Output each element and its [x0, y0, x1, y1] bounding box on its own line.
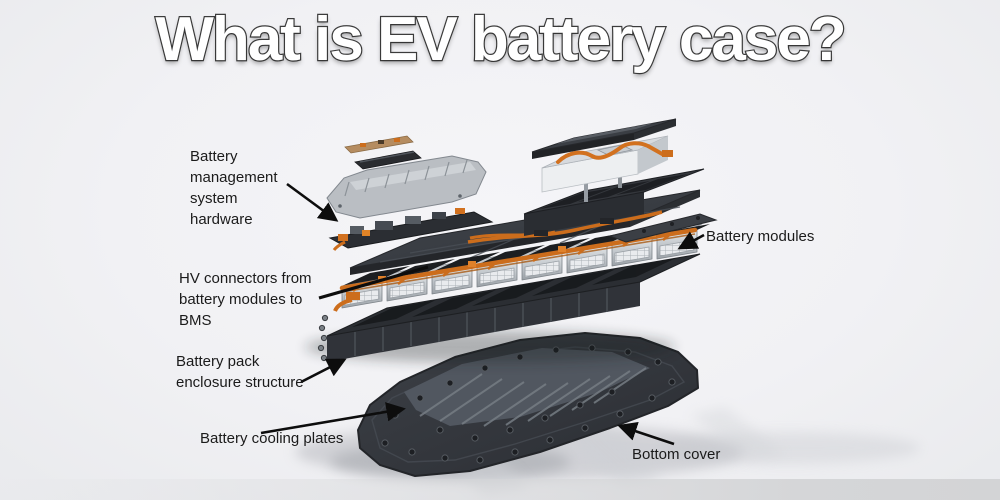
top-cover — [531, 118, 677, 159]
top-right-stack — [523, 118, 718, 243]
module-tray — [523, 168, 705, 236]
side-cover-plate — [608, 213, 718, 243]
bms-cover — [326, 155, 487, 219]
bms-stack — [326, 135, 556, 251]
support-pillar — [584, 168, 588, 202]
battery-pack-enclosure-structure — [317, 253, 701, 362]
label-battery-cooling-plates: Battery cooling plates — [200, 430, 344, 447]
hv-cable-on-plate — [467, 210, 663, 244]
label-battery-management-system-hardware: Battery management system hardware — [190, 148, 278, 228]
arrow-enclosure — [300, 358, 347, 384]
page-title: What is EV battery case? — [154, 4, 848, 75]
bms-small-module — [354, 150, 422, 170]
module-with-hv-wiring — [541, 135, 673, 193]
arrow-battery-modules — [677, 231, 705, 250]
line-hv-connectors — [318, 265, 429, 300]
label-battery-modules: Battery modules — [706, 228, 815, 245]
arrow-bottom-cover — [617, 421, 675, 446]
floor-edge-strip — [0, 479, 1000, 500]
battery-cooling-plates — [404, 348, 650, 427]
side-bolts — [317, 314, 329, 362]
arrow-cooling-plates — [260, 402, 406, 435]
bms-pcb-strip — [344, 135, 414, 154]
label-hv-connectors: HV connectors from battery modules to BM… — [179, 270, 312, 329]
pointer-arrows — [260, 182, 705, 446]
label-enclosure-structure: Battery pack enclosure structure — [176, 353, 304, 391]
label-bottom-cover: Bottom cover — [632, 446, 721, 463]
arrow-bms — [286, 182, 339, 222]
